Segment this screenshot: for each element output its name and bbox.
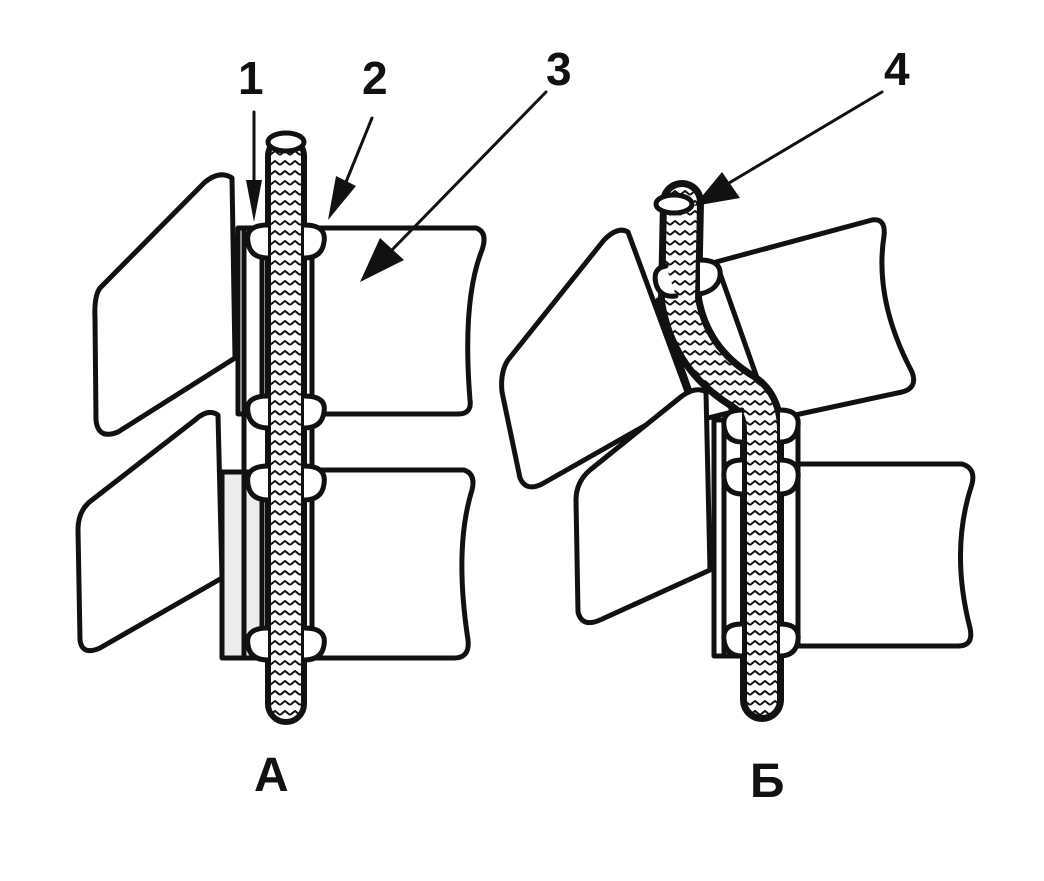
nerve-roots-b xyxy=(652,257,801,659)
panel-label-b: Б xyxy=(750,755,785,808)
arrow-3-head xyxy=(360,238,404,282)
arrow-2-head xyxy=(328,176,356,220)
arrow-4-line xyxy=(722,90,884,188)
upper-spinous-process-b xyxy=(499,227,693,490)
label-4: 4 xyxy=(884,43,910,95)
spinal-cord-a xyxy=(265,135,307,725)
spinal-cord-top-b xyxy=(653,192,695,216)
pointer-arrows xyxy=(246,90,884,282)
lower-vertebral-body-a xyxy=(309,467,476,661)
label-1: 1 xyxy=(238,52,264,104)
lower-spinous-process-a xyxy=(75,409,225,654)
spinal-cord-top-a xyxy=(265,130,307,154)
label-2: 2 xyxy=(362,52,388,104)
arrow-1-head xyxy=(246,180,262,222)
upper-vertebral-body-b xyxy=(713,217,917,423)
label-3: 3 xyxy=(546,43,572,95)
upper-spinous-process-a xyxy=(92,172,238,437)
panel-a-drawing xyxy=(75,130,487,725)
panel-label-a: А xyxy=(254,749,289,802)
nerve-roots-a xyxy=(245,222,327,663)
spinal-cord-b-inner xyxy=(665,187,777,715)
arrow-3-line xyxy=(388,90,548,254)
lower-vertebral-body-b xyxy=(795,461,976,649)
panel-b-drawing xyxy=(499,180,976,722)
lower-spinous-process-b xyxy=(573,387,713,626)
arrow-2-line xyxy=(344,116,374,184)
arrow-4-head xyxy=(694,172,740,206)
upper-vertebral-body-a xyxy=(309,225,487,417)
